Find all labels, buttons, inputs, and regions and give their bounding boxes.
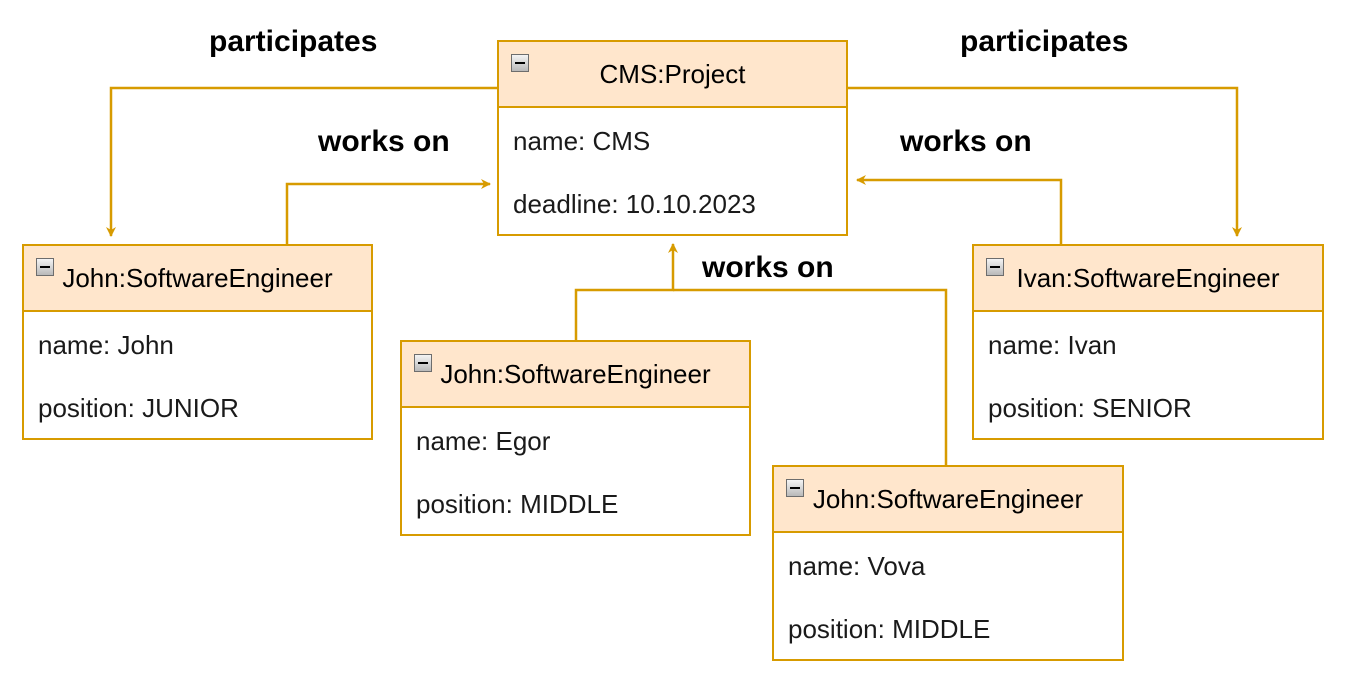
edge-works-on-egor[interactable] [574, 243, 678, 340]
ivan-attr-name: name: Ivan [988, 330, 1117, 360]
egor-attr-name: name: Egor [416, 426, 551, 456]
collapse-minus-icon[interactable] [414, 354, 432, 372]
edge-works-on-ivan[interactable] [856, 175, 1063, 244]
ivan-header[interactable]: Ivan:SoftwareEngineer [974, 246, 1322, 312]
edge-label-works-on-ivan: works on [900, 125, 1032, 158]
edge-label-participates-left: participates [209, 25, 378, 58]
collapse-minus-icon[interactable] [36, 258, 54, 276]
vova-attr-position: position: MIDDLE [788, 614, 991, 644]
vova-attr-name: name: Vova [788, 551, 926, 581]
edge-participates-left[interactable] [106, 86, 498, 237]
edge-works-on-john[interactable] [285, 179, 491, 244]
john-attr-position: position: JUNIOR [38, 393, 239, 423]
collapse-minus-icon[interactable] [986, 258, 1004, 276]
vova-header[interactable]: John:SoftwareEngineer [774, 467, 1122, 533]
collapse-minus-icon[interactable] [786, 479, 804, 497]
john-header[interactable]: John:SoftwareEngineer [24, 246, 371, 312]
john-title: John:SoftwareEngineer [62, 263, 333, 293]
ivan-attr-position: position: SENIOR [988, 393, 1192, 423]
vova-object[interactable]: John:SoftwareEngineer name: Vova positio… [772, 465, 1124, 661]
project-attr-deadline: deadline: 10.10.2023 [513, 189, 756, 219]
john-object[interactable]: John:SoftwareEngineer name: John positio… [22, 244, 373, 440]
egor-title: John:SoftwareEngineer [440, 359, 711, 389]
egor-attr-position: position: MIDDLE [416, 489, 619, 519]
vova-title: John:SoftwareEngineer [812, 484, 1084, 514]
project-attr-name: name: CMS [513, 126, 651, 156]
project-object[interactable]: CMS:Project name: CMS deadline: 10.10.20… [497, 40, 848, 236]
edge-works-on-vova[interactable] [673, 288, 948, 465]
edge-label-works-on-egor-vova: works on [702, 251, 834, 284]
egor-object[interactable]: John:SoftwareEngineer name: Egor positio… [400, 340, 751, 536]
project-header[interactable]: CMS:Project [499, 42, 846, 108]
edge-participates-right[interactable] [848, 86, 1242, 237]
ivan-title: Ivan:SoftwareEngineer [1016, 263, 1280, 293]
project-title: CMS:Project [599, 59, 746, 89]
ivan-object[interactable]: Ivan:SoftwareEngineer name: Ivan positio… [972, 244, 1324, 440]
collapse-minus-icon[interactable] [511, 54, 529, 72]
edge-label-participates-right: participates [960, 25, 1129, 58]
egor-header[interactable]: John:SoftwareEngineer [402, 342, 749, 408]
edge-label-works-on-john: works on [318, 125, 450, 158]
john-attr-name: name: John [38, 330, 174, 360]
